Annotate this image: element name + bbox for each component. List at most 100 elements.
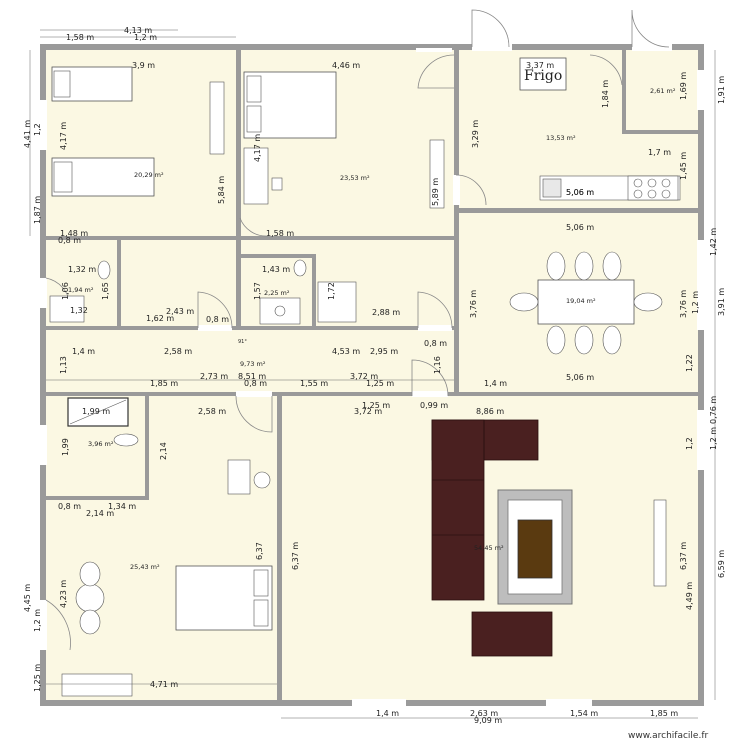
dim-label: 1,91 m: [717, 76, 726, 104]
door-bed2-hall: [418, 325, 452, 331]
window-right-pantry: [697, 70, 705, 110]
dim-label: 8,51 m: [238, 372, 266, 381]
window-left-bed1: [39, 100, 47, 150]
sink: [542, 178, 562, 198]
dim-label: 2,63 m: [470, 709, 498, 718]
dim-label: 1,87 m: [33, 196, 42, 224]
dim-label: 1,2 m: [134, 33, 157, 42]
bed-3-pillow-1: [253, 569, 269, 597]
dim-label: 2,95 m: [370, 347, 398, 356]
shower-bath1: [259, 297, 301, 325]
window-left-bed3: [39, 600, 47, 650]
dim-label: 1,32: [70, 306, 88, 315]
area-labels: 20,29 m² 23,53 m² 13,53 m² 2,61 m² 1,94 …: [68, 87, 676, 571]
dim-label: 4,23 m: [59, 580, 68, 608]
sofa-l-left: [431, 419, 485, 601]
chair-bed3-top: [79, 561, 101, 587]
door-swing-bed3-bottom: [45, 599, 71, 651]
dim-label: 4,45 m: [23, 584, 32, 612]
wall-bath2-bottom: [46, 496, 149, 500]
chair-top-2: [574, 251, 594, 281]
window-top-pantry: [632, 43, 672, 51]
wall-kitchen-dining: [459, 208, 698, 213]
chair-bottom-3: [602, 325, 622, 355]
dim-label: 1,58 m: [66, 33, 94, 42]
dim-label: 1,4 m: [72, 347, 95, 356]
dim-label: 4,49 m: [685, 582, 694, 610]
dim-label: 0,8 m: [58, 236, 81, 245]
desk-bed2: [243, 147, 269, 205]
door-swing-bed1: [197, 291, 233, 329]
wardrobe-bed2: [429, 139, 445, 209]
door-living-hall: [412, 391, 448, 397]
dimension-lines: [29, 29, 716, 719]
window-right-living: [697, 410, 705, 470]
dim-label: 5,06 m: [566, 188, 594, 197]
dim-label: 3,72 m: [354, 407, 382, 416]
wall-pantry-left: [622, 50, 626, 132]
area-dining: 19,04 m²: [566, 297, 596, 305]
dining-chairs: [509, 251, 663, 355]
floor-bedroom-2-ext: [240, 240, 454, 256]
dim-label: 1,25 m: [362, 401, 390, 410]
dim-label: 1,45 m: [679, 152, 688, 180]
area-pantry: 2,61 m²: [650, 87, 676, 95]
dim-label: 3,37 m: [526, 61, 554, 70]
wall-hall-bottom: [46, 392, 698, 396]
dim-label: 1,2: [33, 123, 42, 136]
window-left-bath2: [39, 425, 47, 465]
chair-bottom-2: [574, 325, 594, 355]
watermark: www.archifacile.fr: [628, 731, 708, 741]
dim-label: 1,2 m: [691, 291, 700, 314]
dim-label: 1,2: [685, 437, 694, 450]
door-swing-bed2: [417, 291, 453, 329]
window-bottom-living-2: [546, 699, 592, 707]
dim-label: 0,8 m: [244, 379, 267, 388]
area-bathroom-2: 3,96 m²: [88, 440, 114, 448]
dim-label: 1,99 m: [82, 407, 110, 416]
dim-label: 1,7 m: [648, 148, 671, 157]
door-swing-kitchen-window: [471, 9, 510, 48]
chair-bed3-bottom: [79, 609, 101, 635]
dim-label: 1,25 m: [33, 664, 42, 692]
dim-label: 1,16: [433, 356, 442, 374]
dim-label: 1,85 m: [650, 709, 678, 718]
desk-bed3: [227, 459, 251, 495]
door-kitchen: [453, 175, 460, 205]
area-wc-1: 1,94 m²: [68, 286, 94, 294]
dim-label: 3,76 m: [679, 290, 688, 318]
bed-1a-pillow: [53, 70, 71, 98]
floor-hallway: [45, 330, 454, 392]
bed-2-pillow-1: [246, 75, 262, 103]
dim-label: 1,48 m: [60, 229, 88, 238]
dim-label: 1,4 m: [376, 709, 399, 718]
wall-exterior-right: [698, 44, 704, 706]
dim-label: 0,8 m: [206, 315, 229, 324]
burner-2: [647, 178, 657, 188]
chair-bed3: [253, 471, 271, 489]
area-bedroom-1: 20,29 m²: [134, 171, 164, 179]
dimension-labels: 4,13 m 1,58 m 1,2 m 3,9 m 4,46 m 3,37 m …: [23, 26, 726, 725]
dim-label: 0,8 m: [424, 339, 447, 348]
wall-pantry-bottom: [622, 130, 698, 134]
dim-label: 4,13 m: [124, 26, 152, 35]
wall-bed1-bottom: [46, 236, 236, 240]
dim-label: 4,53 m: [332, 347, 360, 356]
dim-label: 2,73 m: [200, 372, 228, 381]
round-table-bed3: [75, 583, 105, 613]
door-swing-pantry-window: [631, 9, 670, 48]
wall-bed1-bed2: [236, 50, 241, 330]
bed-2-pillow-2: [246, 105, 262, 133]
dim-label: 1,06: [61, 282, 70, 300]
furniture: [49, 57, 681, 697]
dim-label: 9,09 m: [474, 716, 502, 725]
openings: [39, 43, 705, 707]
wall-bath1-top: [241, 254, 314, 258]
dim-label: 1,25 m: [366, 379, 394, 388]
tv-cabinet: [653, 499, 667, 587]
burner-1: [633, 178, 643, 188]
coffee-table: [517, 519, 553, 579]
door-swing-bed3: [235, 395, 273, 433]
dim-label: 5,89 m: [431, 178, 440, 206]
